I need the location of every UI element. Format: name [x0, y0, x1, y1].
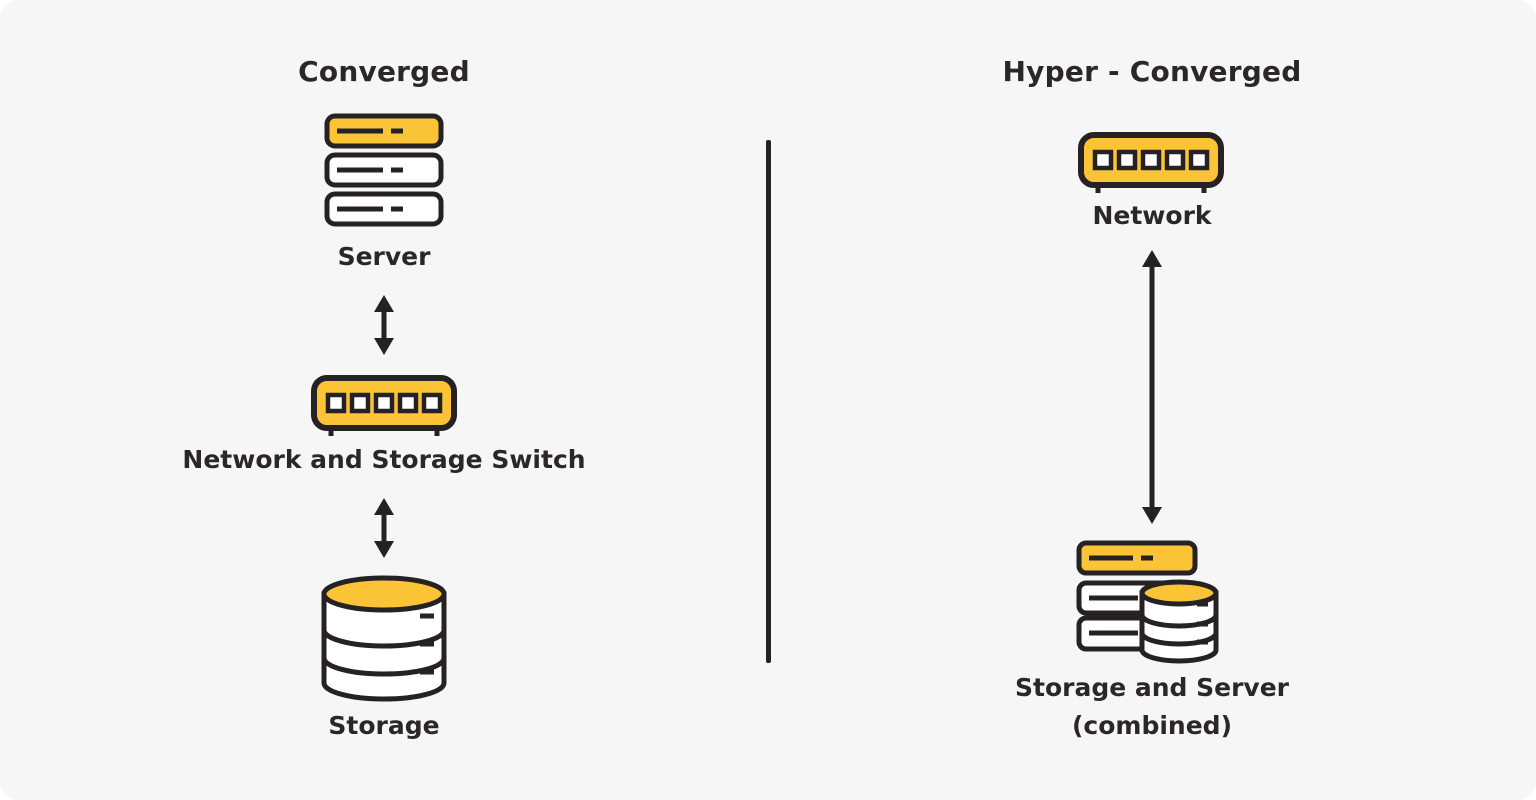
combined-label-line1: Storage and Server — [1014, 673, 1290, 702]
up-down-arrow-icon — [371, 294, 397, 356]
storage-label: Storage — [328, 711, 440, 740]
network-switch-icon — [1078, 132, 1224, 196]
combined-label-line2: (combined) — [1071, 711, 1232, 740]
switch-label: Network and Storage Switch — [182, 445, 586, 474]
network-label: Network — [1092, 201, 1212, 230]
converged-title: Converged — [298, 55, 470, 88]
up-down-arrow-icon — [1139, 249, 1165, 525]
server-label: Server — [337, 242, 431, 271]
network-switch-icon — [311, 375, 457, 439]
vertical-divider — [766, 140, 771, 663]
up-down-arrow-icon — [371, 497, 397, 559]
storage-icon — [320, 574, 448, 704]
hyper-converged-title: Hyper - Converged — [1002, 55, 1302, 88]
storage-server-combined-icon — [1076, 540, 1226, 666]
server-icon — [324, 113, 444, 227]
